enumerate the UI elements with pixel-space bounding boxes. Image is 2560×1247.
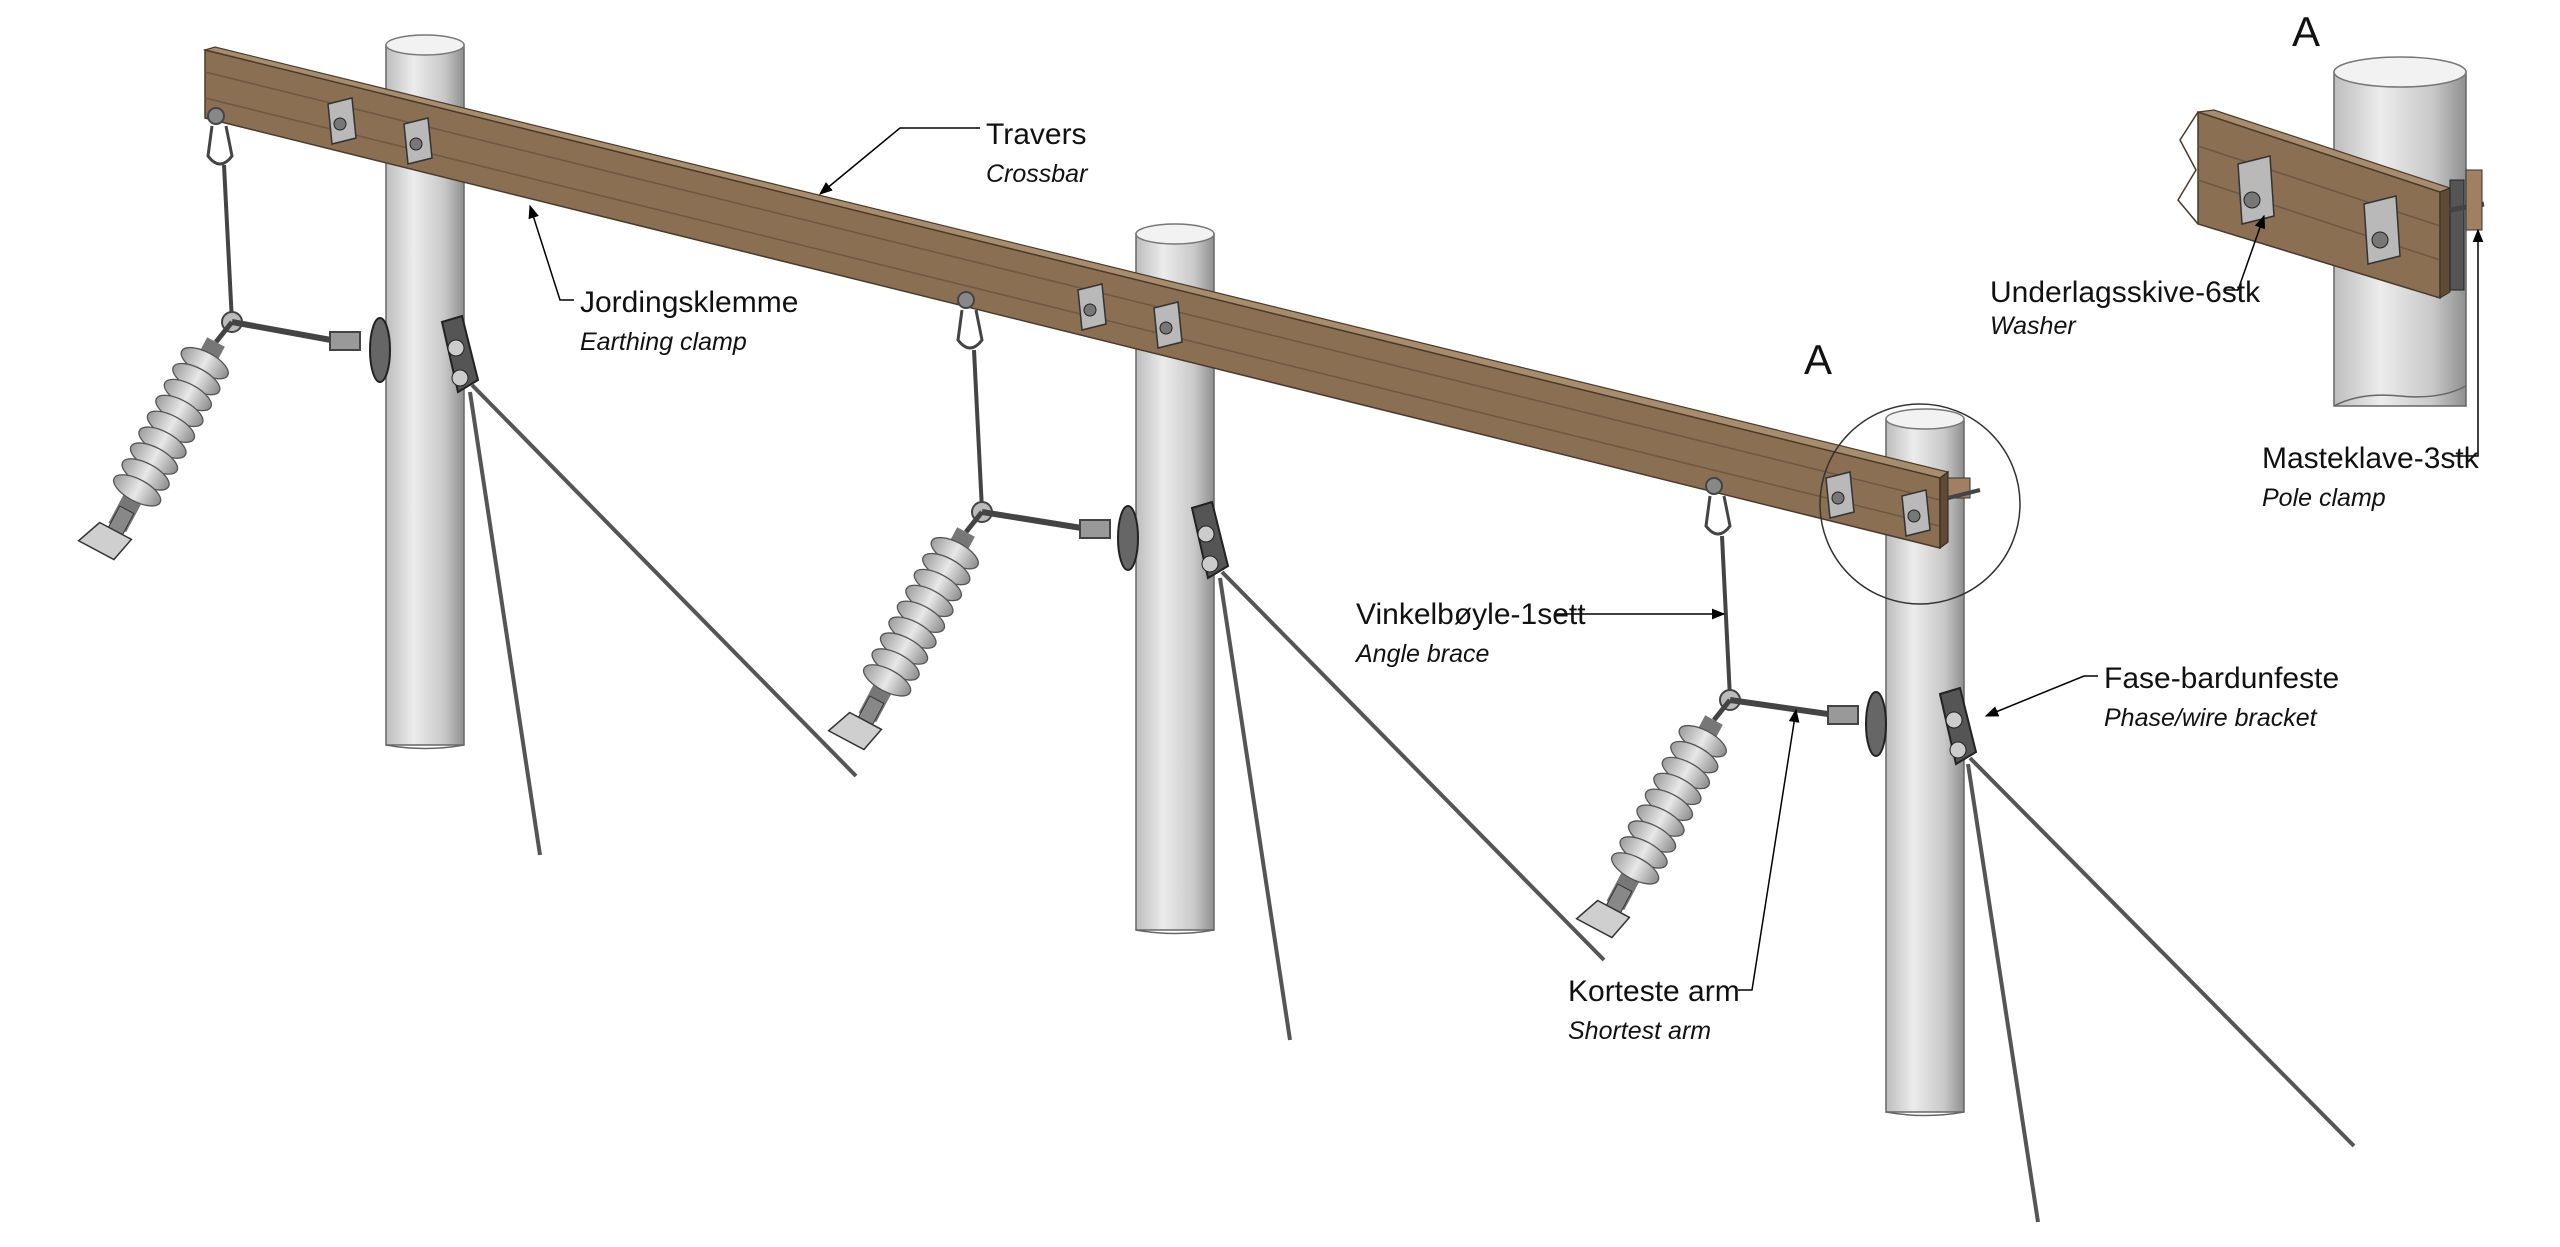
label-fase-bardunfeste: Fase-bardunfeste Phase/wire bracket xyxy=(2104,662,2339,732)
stay-wire-left-1 xyxy=(470,383,858,778)
phase-wire-bracket-left xyxy=(440,314,858,856)
label-travers: Travers Crossbar xyxy=(986,118,1089,188)
svg-text:Earthing clamp: Earthing clamp xyxy=(580,328,747,356)
svg-text:Travers: Travers xyxy=(986,118,1087,151)
phase-assembly-left xyxy=(206,107,391,383)
phase-assembly-right xyxy=(1704,477,1887,757)
detail-marker: A xyxy=(1804,336,1832,383)
insulator-left xyxy=(77,337,229,561)
insulator-middle xyxy=(827,527,979,751)
phase-assembly-middle xyxy=(956,291,1139,571)
label-underlagsskive: Underlagsskive-6stk Washer xyxy=(1990,276,2261,340)
label-vinkelboyle: Vinkelbøyle-1sett Angle brace xyxy=(1354,598,1586,668)
svg-text:Washer: Washer xyxy=(1990,312,2077,340)
detail-view-a xyxy=(2177,56,2485,407)
svg-text:Shortest arm: Shortest arm xyxy=(1568,1017,1711,1045)
svg-text:Korteste arm: Korteste arm xyxy=(1568,975,1740,1008)
crossbar-bolts xyxy=(333,117,1921,523)
svg-text:Jordingsklemme: Jordingsklemme xyxy=(580,286,798,319)
phase-wire-bracket-middle xyxy=(1190,500,1606,1041)
detail-title: A xyxy=(2292,8,2320,55)
svg-text:Masteklave-3stk: Masteklave-3stk xyxy=(2262,442,2480,475)
stay-wire-left-2 xyxy=(468,391,542,856)
svg-text:Underlagsskive-6stk: Underlagsskive-6stk xyxy=(1990,276,2261,309)
detail-circle xyxy=(1819,403,2021,605)
svg-text:Crossbar: Crossbar xyxy=(986,160,1089,188)
insulator-right xyxy=(1575,715,1727,939)
shortest-arm xyxy=(1729,697,1843,719)
angle-brace-rod-left xyxy=(222,164,234,323)
svg-text:Fase-bardunfeste: Fase-bardunfeste xyxy=(2104,662,2339,695)
svg-text:Phase/wire bracket: Phase/wire bracket xyxy=(2104,704,2318,732)
svg-text:Vinkelbøyle-1sett: Vinkelbøyle-1sett xyxy=(1356,598,1586,631)
label-masteklave: Masteklave-3stk Pole clamp xyxy=(2262,442,2480,512)
phase-wire-bracket-right xyxy=(1938,686,2356,1223)
leader-lines xyxy=(528,127,2484,991)
svg-text:Pole clamp: Pole clamp xyxy=(2262,484,2386,512)
label-jordingsklemme: Jordingsklemme Earthing clamp xyxy=(580,286,798,356)
label-korteste-arm: Korteste arm Shortest arm xyxy=(1568,975,1740,1045)
svg-text:Angle brace: Angle brace xyxy=(1354,640,1489,668)
crossbar xyxy=(202,46,1981,550)
